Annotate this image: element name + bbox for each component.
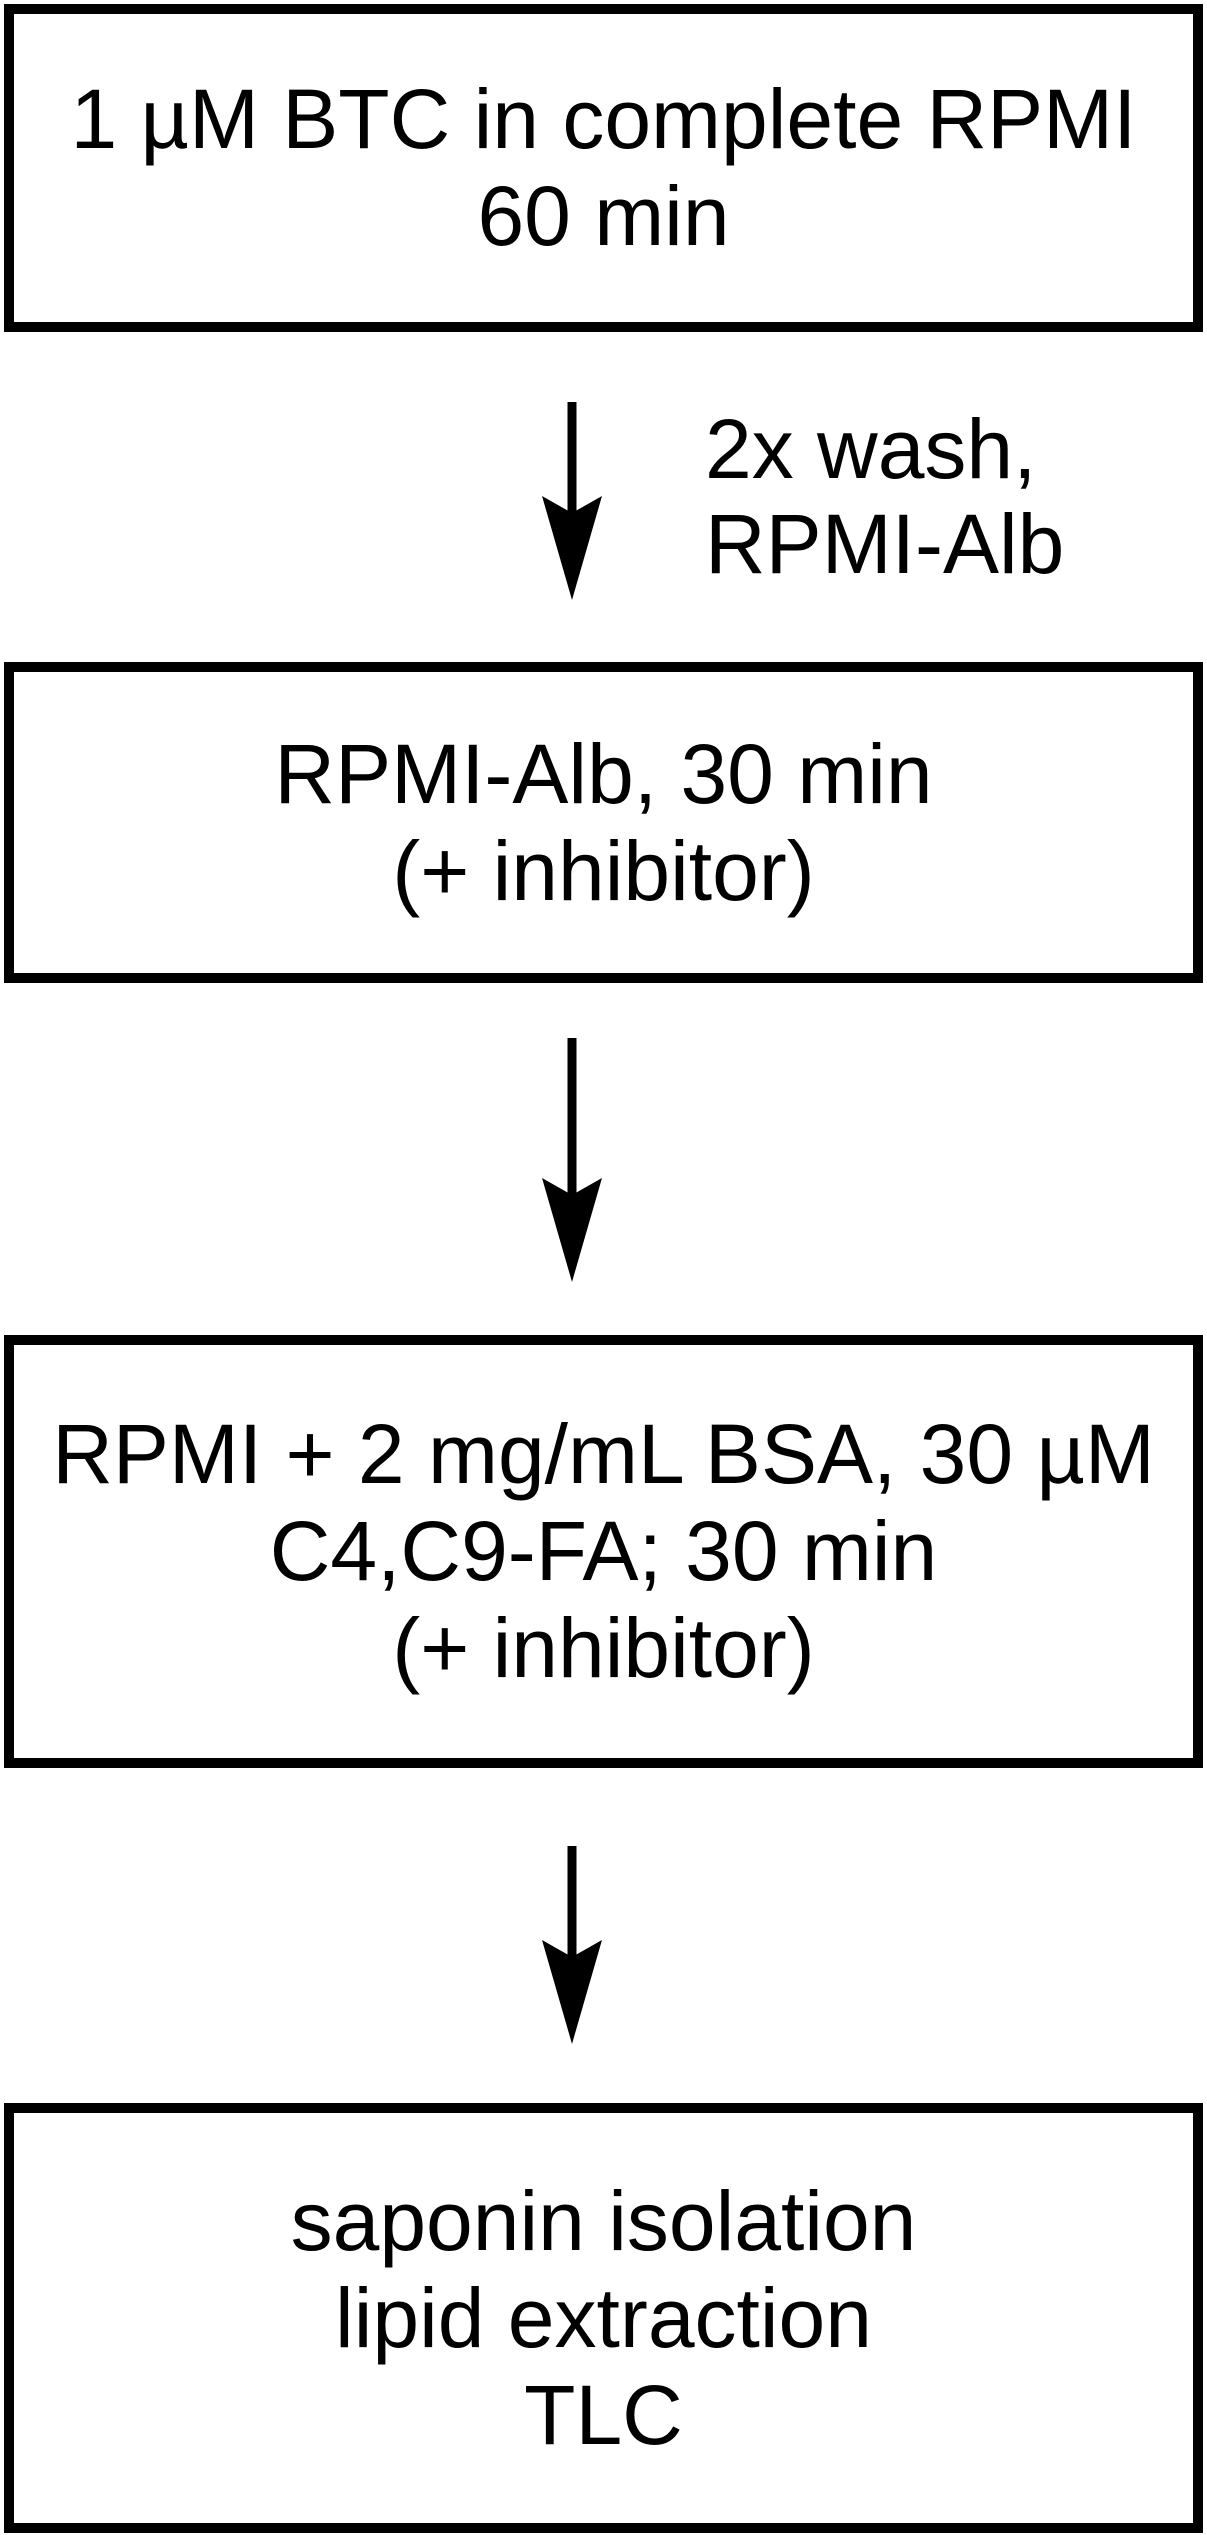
- arrow-label-line: 2x wash,: [705, 402, 1037, 496]
- step-box-rpmi-alb: RPMI-Alb, 30 min (+ inhibitor): [4, 662, 1203, 983]
- step-text-line: lipid extraction: [335, 2270, 872, 2365]
- arrow-label-wash: 2x wash, RPMI-Alb: [705, 402, 1064, 592]
- step-text-line: TLC: [524, 2367, 683, 2462]
- step-text-line: RPMI + 2 mg/mL BSA, 30 µM: [52, 1407, 1155, 1501]
- flow-connector-1: [537, 402, 607, 600]
- down-arrow-icon: [542, 1846, 602, 2044]
- step-text-line: (+ inhibitor): [392, 1601, 815, 1695]
- step-text-line: saponin isolation: [290, 2173, 917, 2268]
- flow-connector-2: [537, 1038, 607, 1282]
- step-text-line: RPMI-Alb, 30 min: [274, 726, 933, 821]
- arrow-label-line: RPMI-Alb: [705, 497, 1065, 591]
- step-box-bsa-fatty-acid: RPMI + 2 mg/mL BSA, 30 µM C4,C9-FA; 30 m…: [4, 1335, 1203, 1768]
- step-box-analysis: saponin isolation lipid extraction TLC: [4, 2103, 1203, 2533]
- down-arrow-icon: [542, 402, 602, 600]
- step-text-line: (+ inhibitor): [392, 823, 815, 918]
- flow-connector-3: [537, 1846, 607, 2044]
- down-arrow-icon: [542, 1038, 602, 1282]
- step-box-btc-incubation: 1 µM BTC in complete RPMI 60 min: [4, 4, 1203, 332]
- step-text-line: C4,C9-FA; 30 min: [269, 1504, 938, 1598]
- step-text-line: 1 µM BTC in complete RPMI: [70, 72, 1137, 166]
- step-text-line: 60 min: [477, 169, 730, 263]
